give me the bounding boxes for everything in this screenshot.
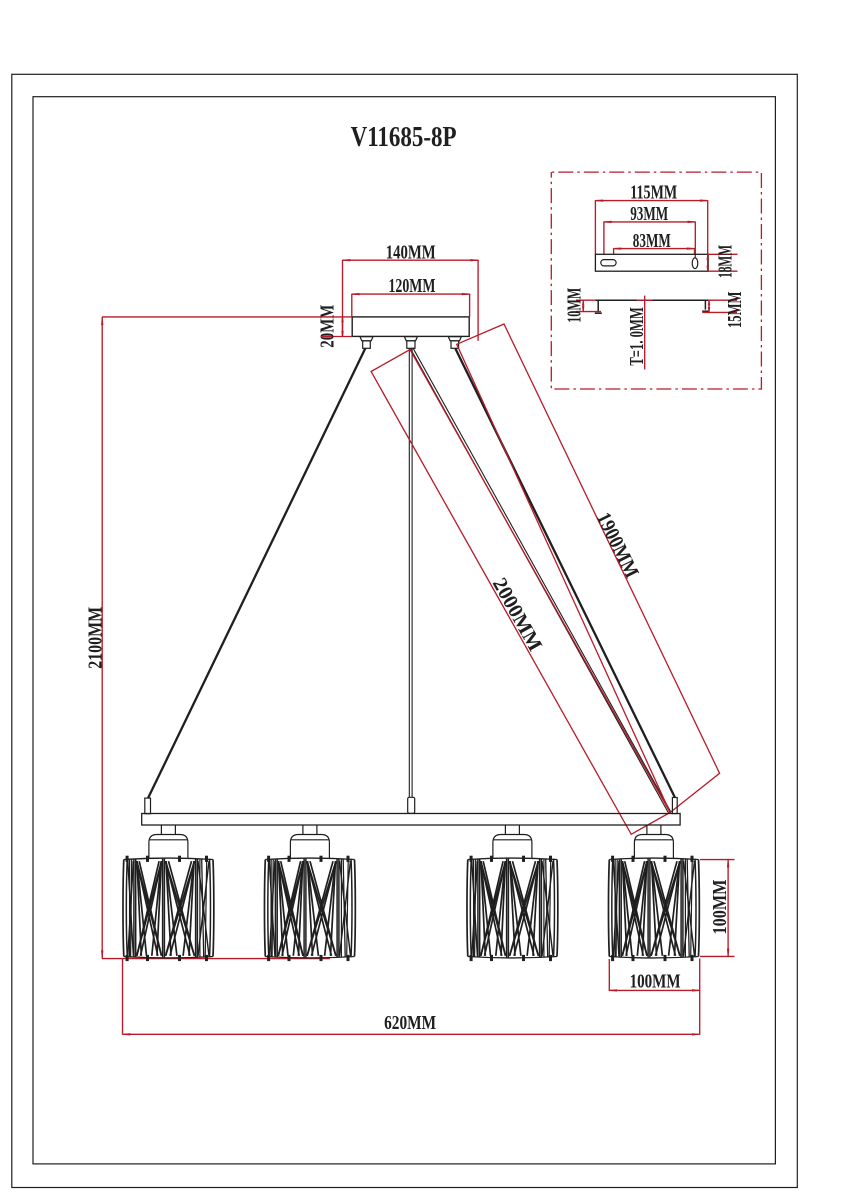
svg-text:T=1. 0MM: T=1. 0MM (626, 307, 648, 366)
svg-text:620MM: 620MM (384, 1012, 436, 1034)
svg-text:100MM: 100MM (630, 971, 681, 993)
svg-text:140MM: 140MM (386, 241, 436, 263)
svg-text:93MM: 93MM (630, 203, 668, 225)
svg-text:10MM: 10MM (564, 288, 586, 323)
svg-text:2100MM: 2100MM (85, 607, 107, 669)
svg-text:115MM: 115MM (630, 182, 677, 204)
svg-text:120MM: 120MM (389, 275, 436, 297)
svg-text:83MM: 83MM (633, 230, 671, 252)
svg-text:18MM: 18MM (715, 245, 737, 278)
svg-text:100MM: 100MM (709, 880, 731, 935)
svg-text:20MM: 20MM (317, 305, 339, 348)
svg-text:V11685-8P: V11685-8P (351, 121, 457, 153)
svg-text:15MM: 15MM (724, 292, 746, 329)
